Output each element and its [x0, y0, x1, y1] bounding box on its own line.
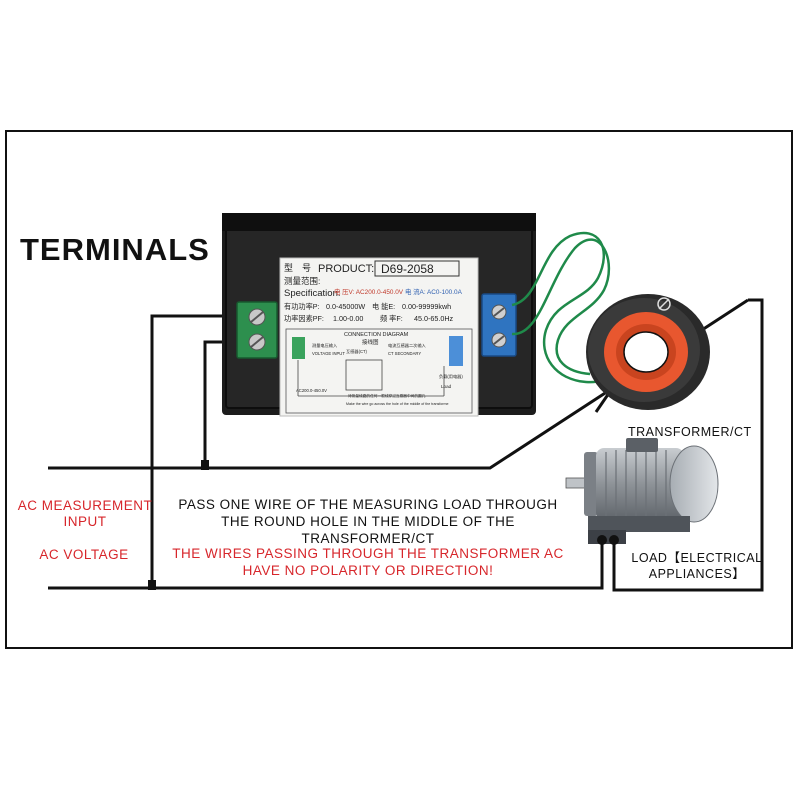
junction-dot [201, 460, 209, 470]
diagram-frame [5, 130, 793, 649]
pf-range: 1.00-0.00 [333, 314, 363, 323]
power-zh: 有功功率P: [284, 302, 320, 311]
spec-en: Specification: [284, 288, 341, 299]
motor-front-plate [584, 452, 598, 516]
power-meter: 型 号 PRODUCT: D69-2058 测量范围: Specificatio… [222, 213, 536, 417]
load-terminal [597, 535, 607, 545]
load-terminal [609, 535, 619, 545]
energy-zh: 电 能E: [372, 302, 395, 311]
ac-measurement-input-label: AC MEASUREMENT INPUT [17, 498, 153, 529]
motor-body [596, 448, 684, 520]
connection-diagram-box [285, 328, 473, 414]
voltage-input: VOLTAGE INPUT [312, 351, 345, 356]
freq-zh: 频 率F: [380, 314, 403, 323]
spec-zh: 测量范围: [284, 276, 320, 286]
load-text: Load [441, 384, 452, 389]
freq-range: 45.0-65.0Hz [414, 314, 454, 323]
current-transformer [586, 294, 710, 410]
screw-slot [493, 335, 505, 345]
terminal1-wire [150, 314, 238, 588]
ac-voltage-label: AC VOLTAGE [39, 547, 129, 562]
ct-terminal-block [481, 293, 517, 357]
terminals-title: TERMINALS [20, 232, 210, 267]
mini-green-terminal [292, 337, 305, 359]
load-zh: 负载(用电器) [439, 373, 463, 380]
ac-range: AC200.0-450.0V [296, 388, 327, 393]
ct-secondary-wire [511, 238, 611, 376]
motor-fins [605, 450, 667, 518]
no-polarity-note: THE WIRES PASSING THROUGH THE TRANSFORME… [172, 546, 564, 578]
motor-base [588, 516, 690, 532]
wiring-zh: 接线图 [362, 338, 379, 346]
mini-ct-symbol [345, 359, 383, 391]
ct-secondary: CT SECONDARY [388, 351, 421, 356]
transformer-ct-label: TRANSFORMER/CT [628, 425, 752, 439]
wire-note: Make the wire go across the hole of the … [346, 402, 448, 406]
load-label: LOAD【ELECTRICAL APPLIANCES】 [631, 551, 763, 582]
product-zh: 型 号 [284, 263, 311, 273]
voltage-terminal-block [236, 301, 278, 359]
voltage-input-zh: 测量电压输入 [312, 342, 338, 349]
return-wire [612, 298, 764, 592]
motor-icon [565, 438, 719, 545]
ct-secondary-wire [511, 231, 624, 384]
voltage-range: 电 压V: AC200.0-450.0V [334, 287, 404, 296]
power-range: 0.0-45000W [326, 302, 365, 311]
ct-center-hole [623, 331, 669, 373]
junction-dot [148, 580, 156, 590]
bottom-line-wire [48, 540, 604, 590]
energy-range: 0.00-99999kwh [402, 302, 451, 311]
screw-slot [493, 307, 505, 317]
screw-slot [250, 311, 264, 323]
mini-blue-terminal [449, 336, 463, 366]
transformer-zh: 互感器(CT) [346, 348, 368, 355]
motor-foot [588, 530, 626, 544]
motor-terminal-box [626, 438, 658, 452]
meter-top-shadow [222, 213, 536, 231]
product-model: D69-2058 [381, 262, 434, 276]
connection-diagram-title: CONNECTION DIAGRAM [344, 332, 409, 338]
product-prefix: PRODUCT: [318, 263, 374, 275]
current-range: 电 流A: AC0-100.0A [405, 287, 463, 296]
wire-note-zh: 待测量线路的任何一根线穿过互感器中间的圆孔 [348, 393, 426, 398]
ct-marking-icon [657, 297, 671, 311]
ct-marking-icon [658, 298, 670, 310]
ct-secondary-zh: 电流互感器二次输入 [388, 342, 427, 349]
screw-slot [250, 336, 264, 348]
pass-wire-instruction: PASS ONE WIRE OF THE MEASURING LOAD THRO… [178, 497, 558, 546]
motor-fan-cover [669, 445, 719, 523]
product-model-box [374, 260, 460, 277]
pf-zh: 功率因素PF: [284, 314, 324, 323]
